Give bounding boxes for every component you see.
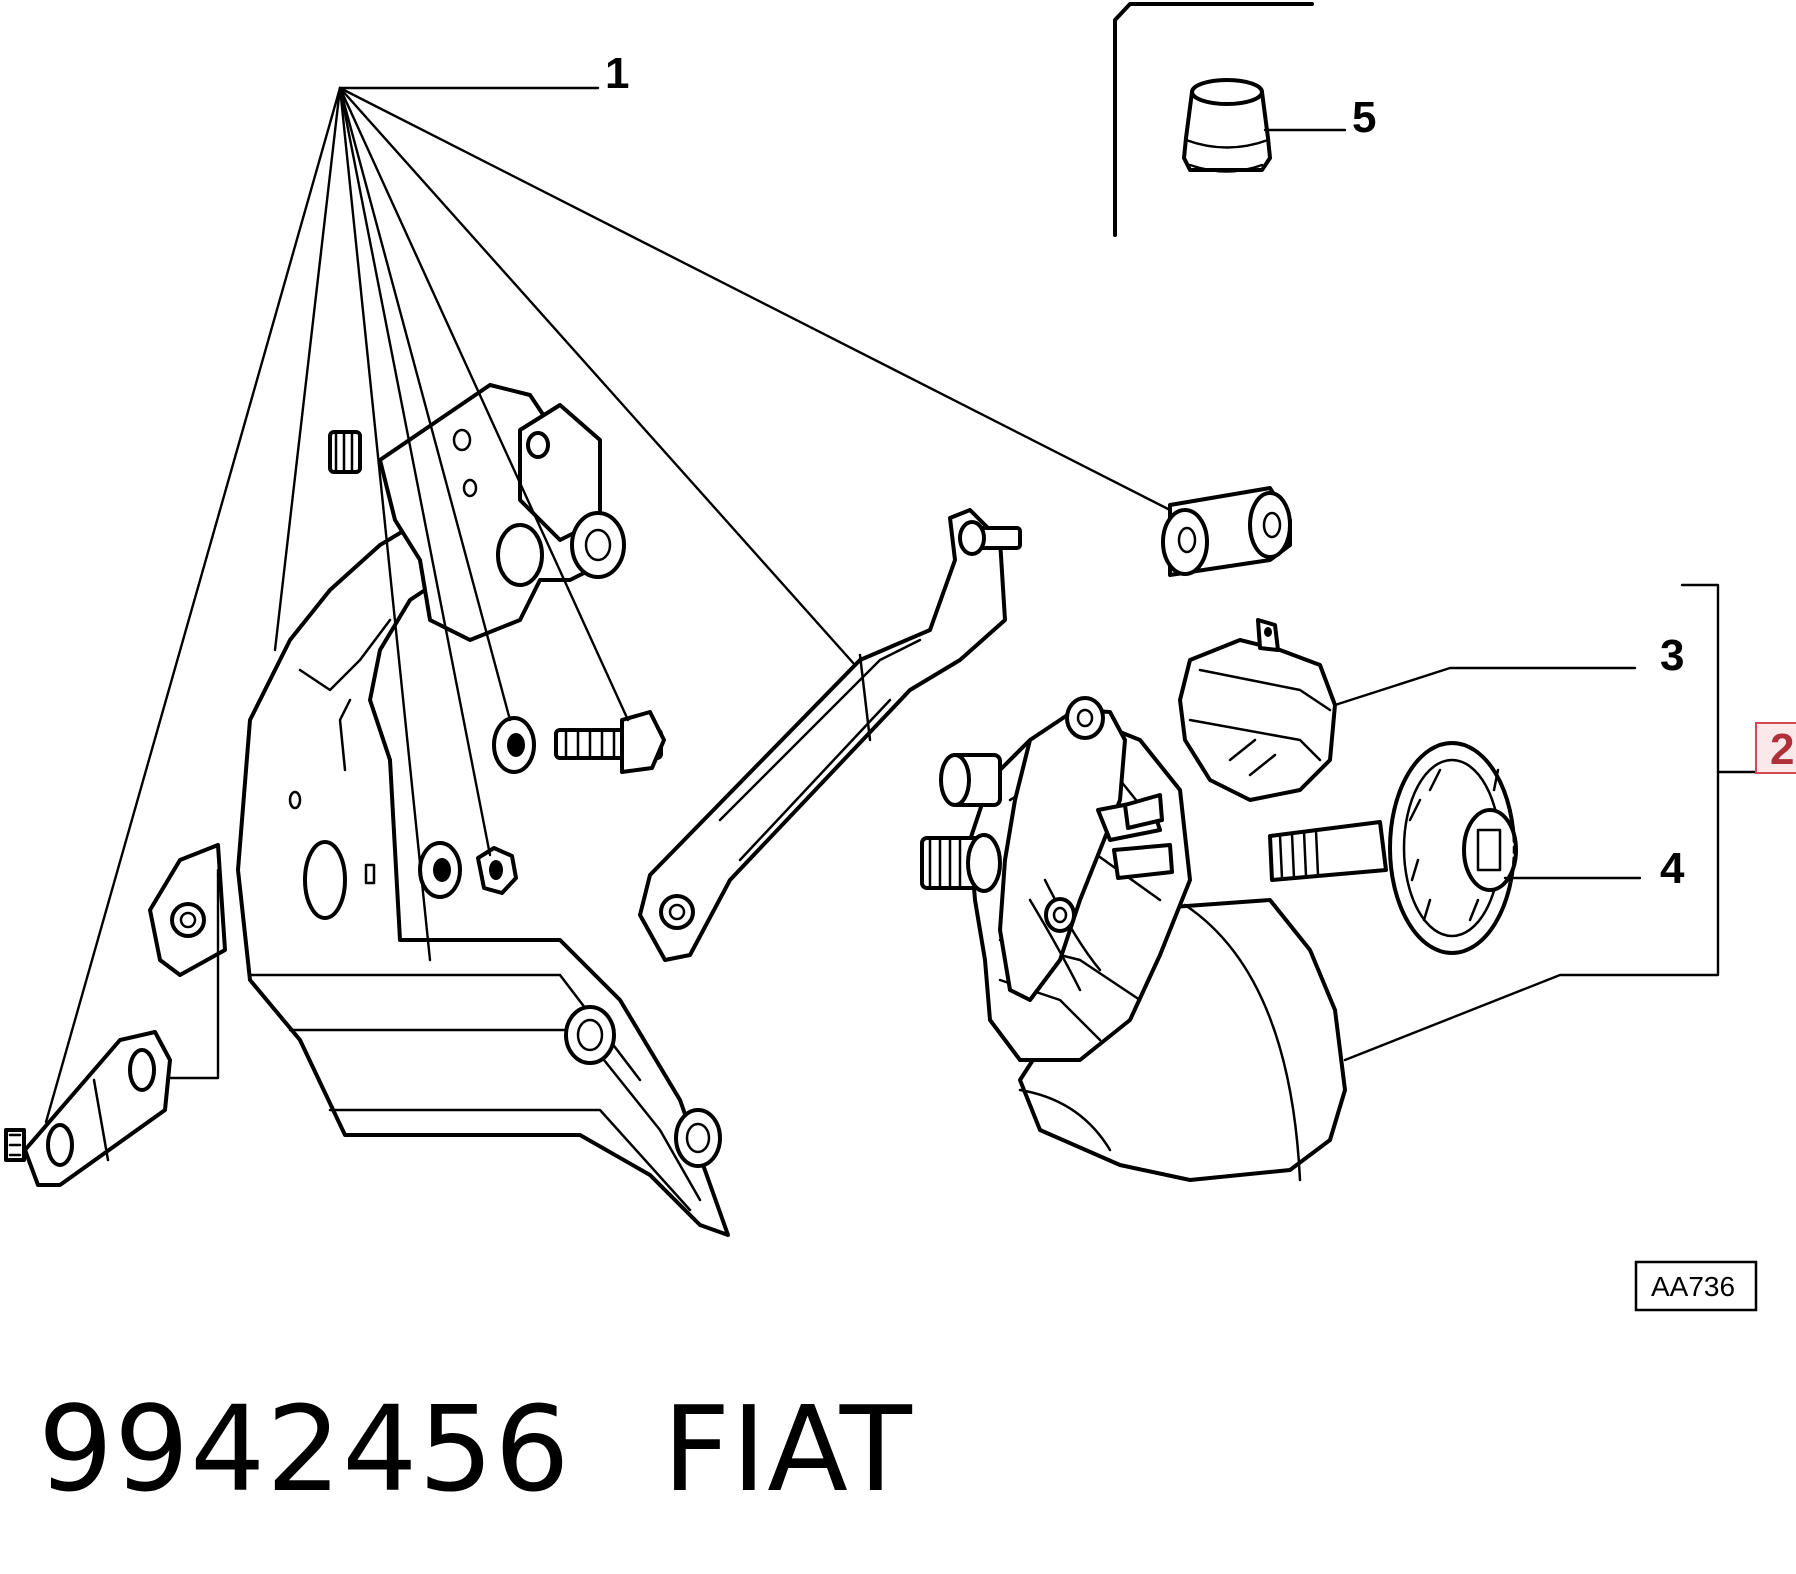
footer: 9942456 FIAT (38, 1380, 913, 1518)
inset-frame (1113, 2, 1314, 237)
drawing-code: AA736 (1651, 1271, 1735, 1302)
callout-3[interactable]: 3 (1660, 631, 1684, 680)
callout-5[interactable]: 5 (1352, 93, 1376, 142)
leader-line-part-2 (1343, 583, 1720, 1062)
leader-line-part-3 (1333, 666, 1637, 707)
small-link-lower (4, 1030, 172, 1187)
lever-arm (638, 508, 1022, 962)
leader-lines-part-1 (44, 86, 1172, 1124)
motor-assembly (920, 696, 1347, 1182)
brand-name: FIAT (662, 1380, 913, 1518)
drawing-code-box: AA736 (1634, 1260, 1758, 1312)
bolt (554, 710, 666, 774)
small-link-upper (148, 843, 227, 1080)
rubber-bush (1161, 486, 1292, 577)
cap-part-5 (1182, 78, 1272, 173)
callout-4[interactable]: 4 (1660, 844, 1685, 893)
washer-1 (492, 716, 536, 774)
callout-2-box[interactable]: 2 (1755, 722, 1796, 774)
mounting-bracket (236, 513, 730, 1237)
washer-2 (418, 841, 462, 899)
part-number: 9942456 (38, 1380, 571, 1518)
callout-2[interactable]: 2 (1770, 725, 1794, 774)
nut (476, 846, 518, 895)
connector-part-3 (1178, 618, 1337, 802)
callout-1[interactable]: 1 (605, 49, 629, 98)
gear-part-4 (1268, 741, 1518, 955)
